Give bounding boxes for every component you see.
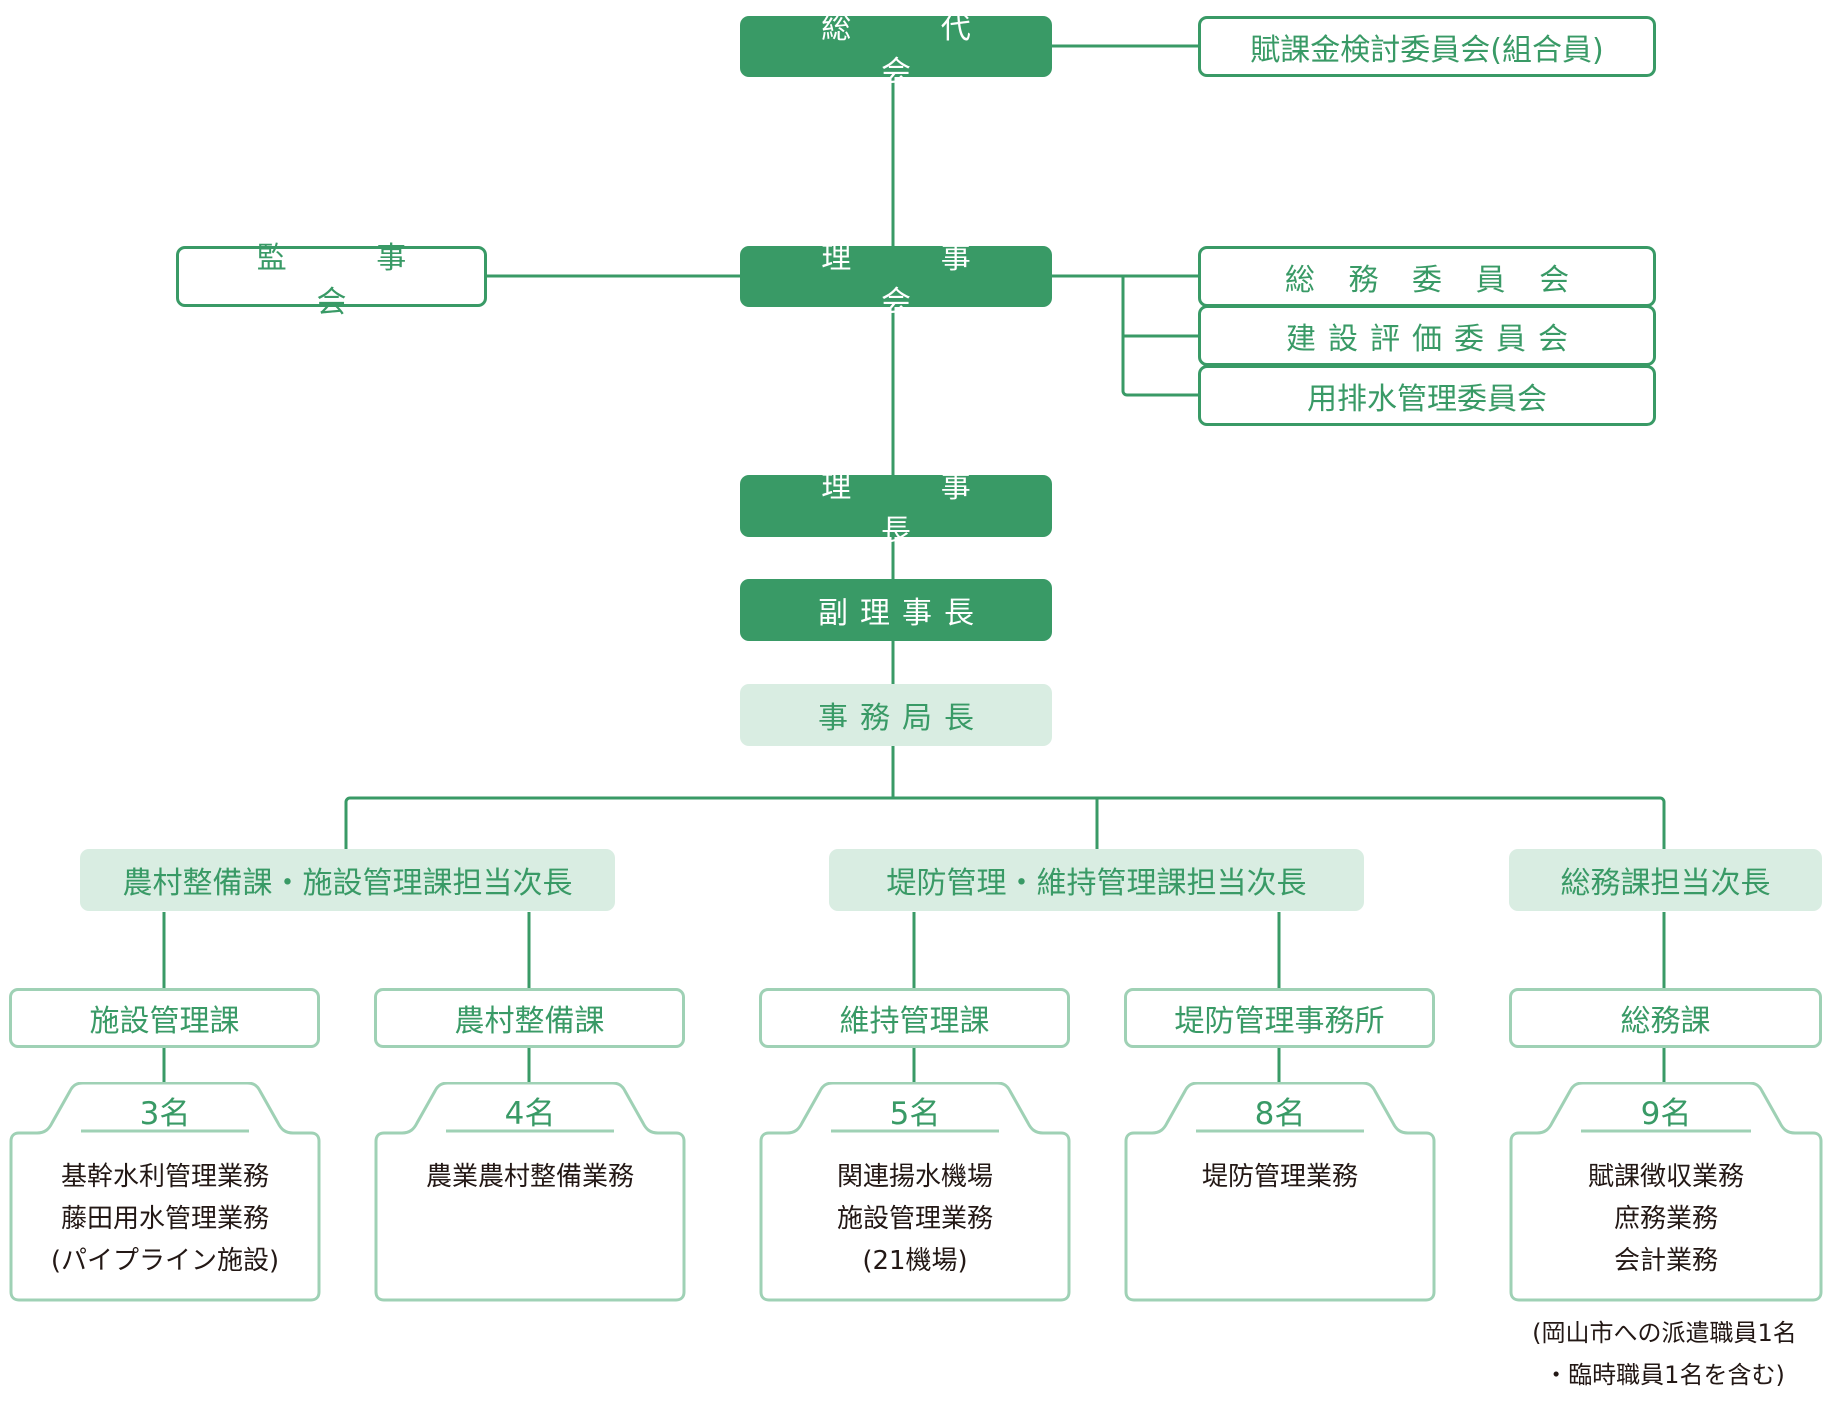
auditors-box: 監 事 会 xyxy=(176,241,487,320)
secretary-general-box: 事務局長 xyxy=(740,684,1052,746)
vice-chairman-box: 副理事長 xyxy=(740,579,1052,641)
section-name: 農村整備課 xyxy=(454,1004,605,1039)
duty-item: 庶務業務 xyxy=(1613,1204,1718,1234)
committee-label: 用排水管理委員会 xyxy=(1307,381,1547,417)
section-box: 施設管理課 xyxy=(9,988,320,1048)
footnote-line: (岡山市への派遣職員1名 xyxy=(1532,1319,1797,1347)
staff-card: 5名 関連揚水機場 施設管理業務 (21機場) xyxy=(759,1082,1071,1302)
section-name: 堤防管理事務所 xyxy=(1174,1004,1385,1039)
committee-construction-evaluation: 建設評価委員会 xyxy=(1198,305,1656,366)
footnote-line: ・臨時職員1名を含む) xyxy=(1544,1361,1785,1389)
card-frame xyxy=(9,1082,321,1302)
card-frame xyxy=(374,1082,686,1302)
general-assembly-label: 総 代 会 xyxy=(821,10,1011,90)
duties-list: 堤防管理業務 xyxy=(1124,1156,1436,1198)
card-frame xyxy=(1509,1082,1823,1302)
section-box: 堤防管理事務所 xyxy=(1124,988,1435,1048)
duty-item: 農業農村整備業務 xyxy=(425,1162,634,1192)
section-name: 施設管理課 xyxy=(89,1004,240,1039)
chairman-label: 理 事 長 xyxy=(821,470,1011,549)
board-of-directors-label: 理 事 会 xyxy=(821,240,1011,320)
deputy-box-levee: 堤防管理・維持管理課担当次長 xyxy=(829,849,1364,911)
staff-card: 9名 賦課徴収業務 庶務業務 会計業務 xyxy=(1509,1082,1823,1302)
staff-count: 9名 xyxy=(1640,1096,1692,1132)
staff-count: 5名 xyxy=(889,1096,941,1132)
duties-list: 基幹水利管理業務 藤田用水管理業務 (パイプライン施設) xyxy=(9,1156,321,1282)
staff-card: 4名 農業農村整備業務 xyxy=(374,1082,686,1302)
branch-line xyxy=(344,796,1666,850)
auditors-label: 監 事 会 xyxy=(256,240,447,320)
general-assembly-box: 総 代 会 xyxy=(740,11,1052,90)
section-box: 維持管理課 xyxy=(759,988,1070,1048)
section-name: 維持管理課 xyxy=(839,1004,990,1039)
assessment-committee-box: 賦課金検討委員会(組合員) xyxy=(1198,16,1656,77)
duty-item: 堤防管理業務 xyxy=(1201,1162,1358,1192)
duty-item: (パイプライン施設) xyxy=(50,1246,280,1276)
deputy-box-rural: 農村整備課・施設管理課担当次長 xyxy=(80,849,615,911)
deputy-title: 総務課担当次長 xyxy=(1560,866,1771,901)
duty-item: 会計業務 xyxy=(1613,1246,1718,1276)
committee-bracket xyxy=(1121,276,1199,397)
section-box: 農村整備課 xyxy=(374,988,685,1048)
staff-count: 3名 xyxy=(139,1096,191,1132)
deputy-title: 農村整備課・施設管理課担当次長 xyxy=(122,866,573,901)
secretary-general-label: 事務局長 xyxy=(818,701,986,736)
committee-label: 建設評価委員会 xyxy=(1286,321,1580,357)
section-name: 総務課 xyxy=(1620,1004,1711,1039)
staff-card: 8名 堤防管理業務 xyxy=(1124,1082,1436,1302)
staff-count: 8名 xyxy=(1254,1096,1306,1132)
duty-item: (21機場) xyxy=(862,1246,968,1276)
section-box: 総務課 xyxy=(1509,988,1822,1048)
duty-item: 藤田用水管理業務 xyxy=(60,1204,269,1234)
committee-general-affairs: 総 務 委 員 会 xyxy=(1198,246,1656,307)
committee-label: 総 務 委 員 会 xyxy=(1284,262,1582,298)
card-frame xyxy=(1124,1082,1436,1302)
duty-item: 施設管理業務 xyxy=(836,1204,993,1234)
duties-list: 賦課徴収業務 庶務業務 会計業務 xyxy=(1509,1156,1823,1282)
duty-item: 関連揚水機場 xyxy=(836,1162,993,1192)
staff-card: 3名 基幹水利管理業務 藤田用水管理業務 (パイプライン施設) xyxy=(9,1082,321,1302)
assessment-committee-label: 賦課金検討委員会(組合員) xyxy=(1250,32,1604,68)
deputy-box-general: 総務課担当次長 xyxy=(1509,849,1822,911)
duty-item: 基幹水利管理業務 xyxy=(60,1162,269,1192)
chairman-box: 理 事 長 xyxy=(740,470,1052,549)
vice-chairman-label: 副理事長 xyxy=(818,596,986,631)
staff-footnote: (岡山市への派遣職員1名 ・臨時職員1名を含む) xyxy=(1500,1312,1829,1396)
staff-count: 4名 xyxy=(504,1096,556,1132)
board-of-directors-box: 理 事 会 xyxy=(740,241,1052,320)
card-frame xyxy=(759,1082,1071,1302)
deputy-title: 堤防管理・維持管理課担当次長 xyxy=(886,866,1307,901)
duties-list: 農業農村整備業務 xyxy=(374,1156,686,1198)
duties-list: 関連揚水機場 施設管理業務 (21機場) xyxy=(759,1156,1071,1282)
duty-item: 賦課徴収業務 xyxy=(1587,1162,1744,1192)
committee-water-management: 用排水管理委員会 xyxy=(1198,365,1656,426)
